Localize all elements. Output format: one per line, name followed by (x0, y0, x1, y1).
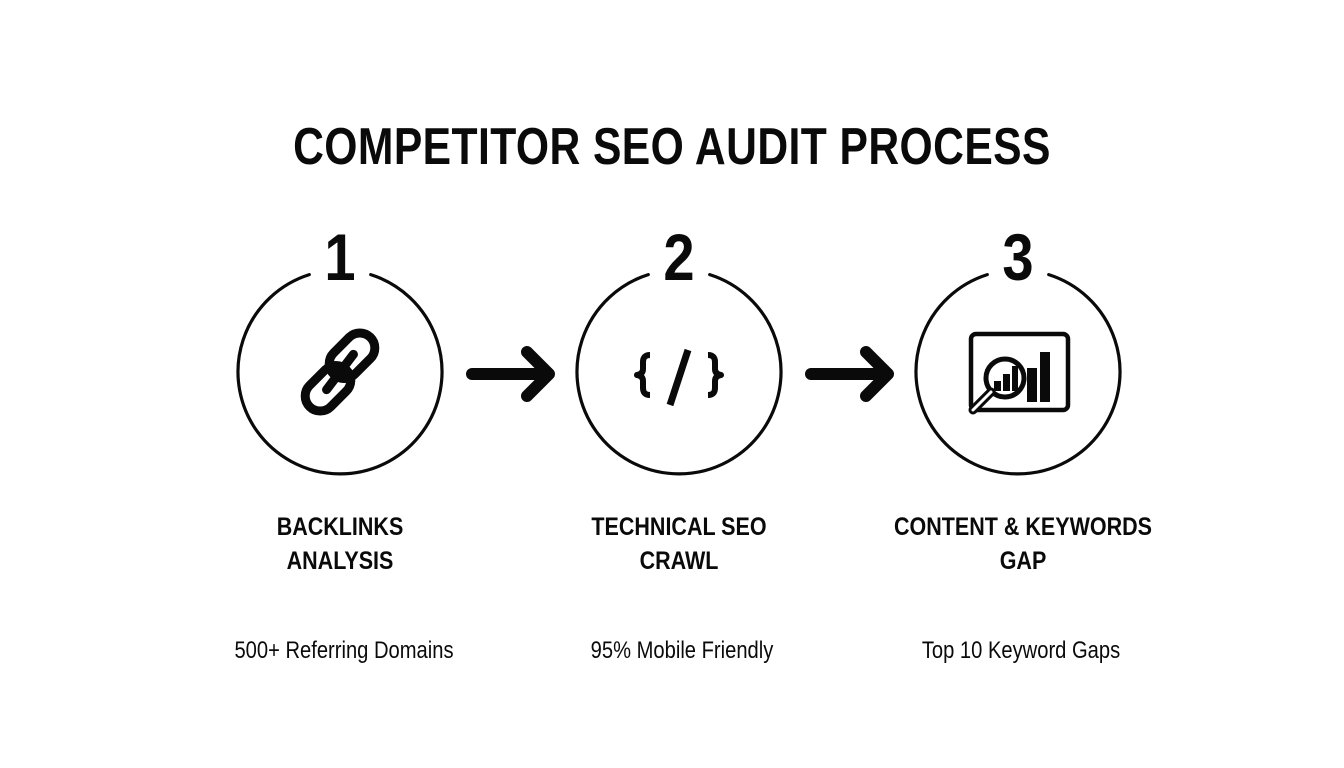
arrow-right-icon (466, 346, 555, 402)
step-1-label: BACKLINKS ANALYSIS (202, 510, 477, 578)
step-3-number: 3 (1002, 220, 1034, 294)
step-3-circle (914, 273, 1122, 476)
step-1-number: 1 (324, 220, 356, 294)
step-2-metric: 95% Mobile Friendly (590, 637, 774, 664)
step-1-label-line1: BACKLINKS (276, 513, 404, 541)
step-2-label-line1: TECHNICAL SEO (591, 513, 767, 541)
magnifier-bar-chart-icon (968, 331, 1071, 415)
step-1-circle (236, 273, 444, 476)
step-3-label: CONTENT & KEYWORDS GAP (885, 510, 1160, 578)
step-1-metric: 500+ Referring Domains (234, 637, 454, 664)
step-2-label: TECHNICAL SEO CRAWL (541, 510, 816, 578)
step-3-metric: Top 10 Keyword Gaps (921, 637, 1121, 664)
arrow-right-icon (805, 346, 894, 402)
page-title: COMPETITOR SEO AUDIT PROCESS (293, 117, 1051, 176)
link-chain-icon (300, 328, 380, 416)
code-brackets-icon (634, 348, 724, 407)
step-2-circle (575, 273, 783, 476)
step-3-label-line1: CONTENT & KEYWORDS (894, 513, 1152, 541)
step-3-label-line2: GAP (999, 547, 1047, 575)
step-1-label-line2: ANALYSIS (286, 547, 394, 575)
step-2-number: 2 (663, 220, 695, 294)
step-2-label-line2: CRAWL (639, 547, 719, 575)
